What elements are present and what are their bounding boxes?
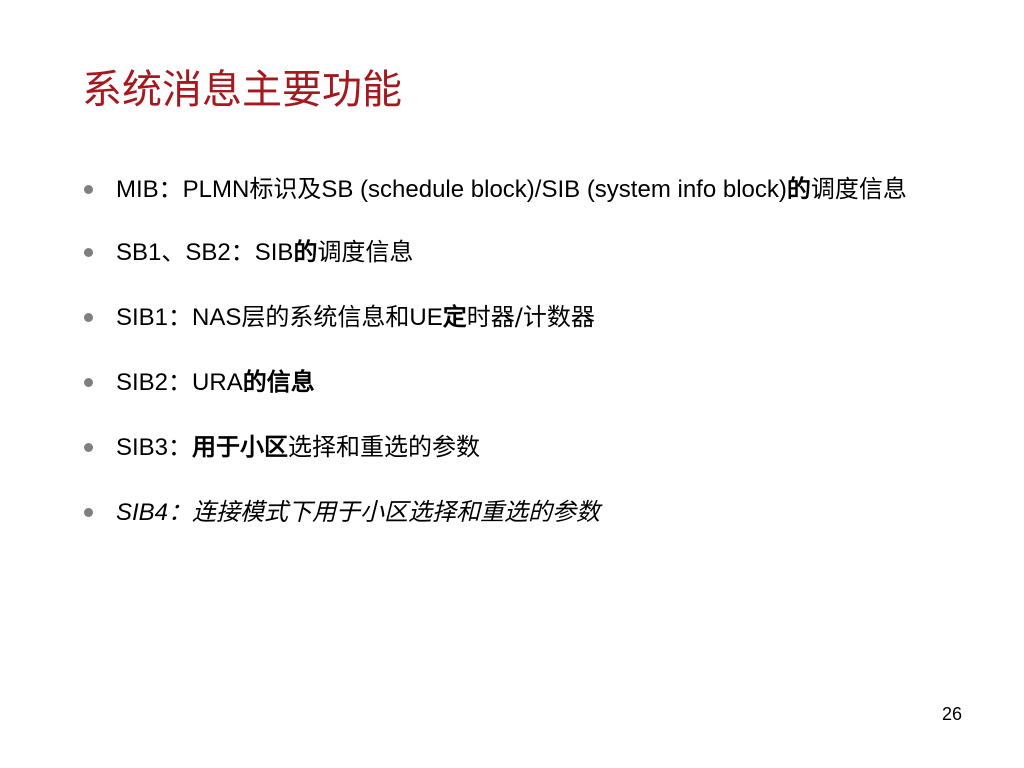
bullet-item: SB1、SB2：SIB的调度信息 (82, 231, 922, 274)
bullet-segment: SIB3 (116, 434, 169, 461)
bullet-text: SIB3：用于小区选择和重选的参数 (116, 433, 480, 461)
bullet-item: SIB3：用于小区选择和重选的参数 (82, 426, 922, 469)
bullet-dot-icon (84, 508, 93, 517)
bullet-segment: ： (168, 368, 193, 396)
bullet-text: SIB1：NAS层的系统信息和UE定时器/计数器 (116, 303, 595, 331)
bullet-dot-icon (84, 185, 93, 194)
bullet-item: SIB1：NAS层的系统信息和UE定时器/计数器 (82, 296, 922, 339)
bullet-segment: SB1 (116, 239, 162, 266)
bullet-segment: 调度信息 (317, 238, 414, 266)
bullet-segment: ：连接模式下用于小区选择和重选的参数 (168, 498, 601, 526)
bullet-text: SIB2：URA的信息 (116, 368, 315, 396)
bullet-item: MIB：PLMN标识及SB (schedule block)/SIB (syst… (82, 168, 922, 211)
bullet-segment: ： (158, 175, 183, 203)
bullet-segment: ： (168, 433, 193, 461)
bullet-segment: 时器/计数器 (466, 303, 595, 331)
bullet-segment: NAS (192, 304, 242, 331)
bullet-segment: 的 (786, 175, 811, 203)
bullet-segment: SIB4 (116, 499, 169, 526)
bullet-segment: 标识及 (249, 175, 322, 203)
bullet-segment: 层的系统信息和 (241, 303, 410, 331)
bullet-segment: SB (schedule block)/SIB (system info blo… (321, 176, 787, 203)
bullet-segment: 、 (161, 238, 186, 266)
bullet-segment: 的信息 (242, 368, 315, 396)
bullet-segment: PLMN (182, 176, 250, 203)
bullet-segment: SIB1 (116, 304, 169, 331)
bullet-dot-icon (84, 443, 93, 452)
bullet-segment: 用于小区 (192, 433, 289, 461)
page-number: 26 (941, 704, 962, 724)
bullet-segment: ： (168, 303, 193, 331)
bullet-segment: 定 (442, 303, 467, 331)
bullet-segment: SIB2 (116, 369, 169, 396)
bullet-segment: 调度信息 (810, 175, 907, 203)
slide-title: 系统消息主要功能 (82, 67, 402, 113)
bullet-segment: URA (192, 369, 243, 396)
bullet-segment: 的 (293, 238, 318, 266)
bullet-dot-icon (84, 248, 93, 257)
bullet-item: SIB4：连接模式下用于小区选择和重选的参数 (82, 491, 922, 534)
bullet-segment: 选择和重选的参数 (288, 433, 481, 461)
bullet-segment: SB2 (185, 239, 231, 266)
bullet-segment: MIB (116, 176, 159, 203)
bullet-segment: ： (230, 238, 255, 266)
bullet-text: SB1、SB2：SIB的调度信息 (116, 238, 413, 266)
bullet-segment: SIB (254, 239, 294, 266)
bullet-text: SIB4：连接模式下用于小区选择和重选的参数 (116, 498, 600, 526)
bullet-dot-icon (84, 378, 93, 387)
bullet-item: SIB2：URA的信息 (82, 361, 922, 404)
bullet-dot-icon (84, 313, 93, 322)
bullet-segment: UE (409, 304, 443, 331)
bullet-list: MIB：PLMN标识及SB (schedule block)/SIB (syst… (82, 168, 922, 556)
bullet-text: MIB：PLMN标识及SB (schedule block)/SIB (syst… (116, 175, 907, 203)
